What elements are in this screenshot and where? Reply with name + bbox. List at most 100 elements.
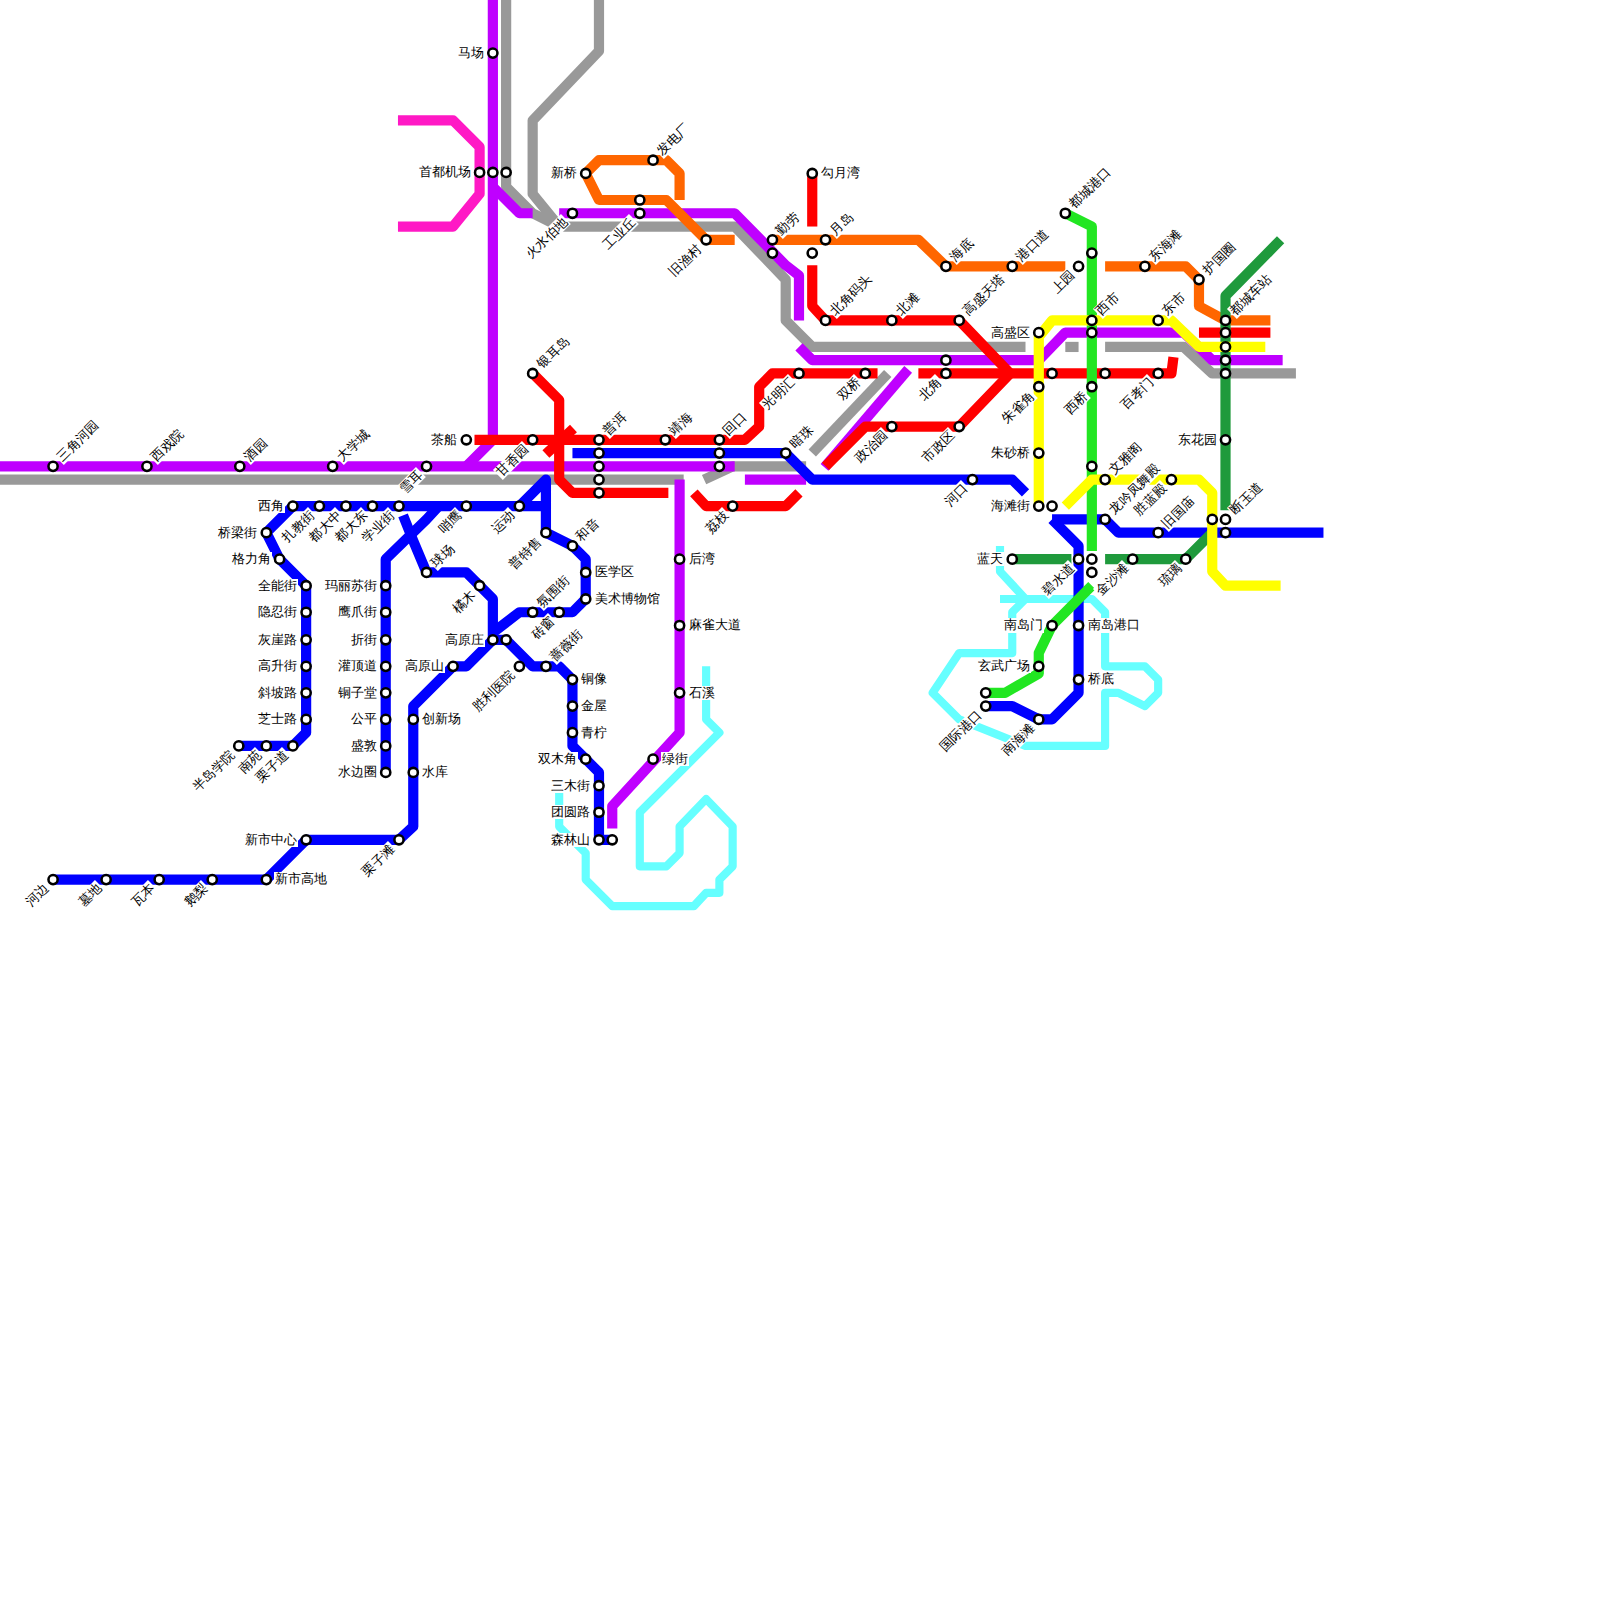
station-name: 西市	[1093, 290, 1123, 320]
station-dot	[48, 462, 57, 471]
station-name: 上园	[1048, 267, 1078, 297]
station-dot	[262, 741, 271, 750]
station-dot	[581, 755, 590, 764]
station-name: 格力角	[231, 552, 272, 566]
station-name: 三角河园	[54, 417, 102, 465]
metro-line	[812, 265, 1010, 466]
metro-line	[506, 0, 1025, 347]
station-name: 芝士路	[257, 712, 298, 726]
station-dot	[394, 502, 403, 511]
station-dot	[1034, 382, 1043, 391]
station-name: 医学区	[594, 565, 635, 579]
station-dot	[594, 835, 603, 844]
station-name: 折街	[350, 633, 378, 647]
station-dot	[1101, 515, 1110, 524]
station-name: 灰崖路	[257, 633, 298, 647]
station-dot	[1087, 382, 1096, 391]
station-dot	[368, 502, 377, 511]
station-dot	[381, 741, 390, 750]
station-dot	[1047, 502, 1056, 511]
station-name: 银耳岛	[534, 333, 573, 372]
station-dot	[302, 688, 311, 697]
metro-line	[1065, 342, 1078, 352]
station-dot	[328, 462, 337, 471]
station-dot	[1087, 248, 1096, 257]
station-name: 砖窗	[528, 613, 558, 643]
station-name: 鹰爪街	[337, 605, 378, 619]
station-name: 北角码头	[826, 271, 874, 319]
station-dot	[341, 502, 350, 511]
station-name: 百孝门	[1118, 374, 1157, 413]
station-name: 国际港口	[936, 707, 984, 755]
metro-line	[0, 461, 735, 471]
station-name: 政治园	[852, 427, 891, 466]
station-dot	[302, 635, 311, 644]
station-dot	[381, 688, 390, 697]
station-dot	[594, 781, 603, 790]
station-name: 栗子滩	[359, 841, 398, 880]
station-dot	[515, 662, 524, 671]
station-name: 海滩街	[990, 499, 1031, 513]
station-dot	[422, 462, 431, 471]
station-dot	[275, 555, 284, 564]
station-dot	[1047, 369, 1056, 378]
station-dot	[821, 235, 830, 244]
station-dot	[409, 715, 418, 724]
station-dot	[1087, 462, 1096, 471]
station-name: 南海滩	[999, 720, 1038, 759]
station-dot	[1128, 555, 1137, 564]
station-dot	[887, 316, 896, 325]
station-dot	[262, 528, 271, 537]
station-dot	[488, 168, 497, 177]
station-dot	[541, 528, 550, 537]
station-dot	[234, 741, 243, 750]
station-dot	[262, 875, 271, 884]
station-name: 团圆路	[550, 805, 591, 819]
station-name: 后湾	[688, 552, 716, 566]
station-name: 西角	[257, 499, 285, 513]
station-dot	[1154, 528, 1163, 537]
station-dot	[594, 488, 603, 497]
station-dot	[675, 555, 684, 564]
station-name: 文雅阁	[1106, 440, 1145, 479]
station-name: 美术博物馆	[594, 592, 661, 606]
station-dot	[1087, 328, 1096, 337]
station-dot	[648, 755, 657, 764]
station-name: 北滩	[893, 290, 923, 320]
station-name: 西桥	[1061, 388, 1091, 418]
station-dot	[448, 662, 457, 671]
station-dot	[768, 235, 777, 244]
station-name: 双桥	[834, 374, 864, 404]
metro-line	[807, 173, 817, 226]
station-name: 麻雀大道	[688, 618, 742, 632]
station-dot	[462, 435, 471, 444]
metro-line	[546, 429, 574, 455]
station-dot	[715, 462, 724, 471]
station-name: 石溪	[688, 686, 716, 700]
station-dot	[608, 835, 617, 844]
station-dot	[675, 621, 684, 630]
station-name: 运动	[489, 507, 519, 537]
station-name: 都城港口	[1066, 164, 1114, 212]
station-dot	[581, 568, 590, 577]
station-dot	[528, 369, 537, 378]
station-name: 旧渔村	[666, 241, 705, 280]
station-dot	[715, 435, 724, 444]
station-name: 发电厂	[654, 120, 693, 159]
station-name: 首都机场	[418, 165, 472, 179]
metro-line	[586, 173, 735, 239]
station-name: 旧国庙	[1159, 493, 1198, 532]
station-name: 金沙滩	[1093, 560, 1132, 599]
station-name: 碧水道	[1039, 560, 1078, 599]
station-name: 茶船	[430, 433, 458, 447]
station-name: 瓦本	[128, 881, 158, 911]
station-name: 勤劳	[773, 209, 803, 239]
station-dot	[861, 369, 870, 378]
station-name: 回口	[720, 409, 750, 439]
station-name: 金屋	[580, 699, 608, 713]
station-name: 河边	[22, 881, 52, 911]
station-dot	[715, 448, 724, 457]
station-dot	[808, 169, 817, 178]
metro-line	[533, 373, 669, 492]
